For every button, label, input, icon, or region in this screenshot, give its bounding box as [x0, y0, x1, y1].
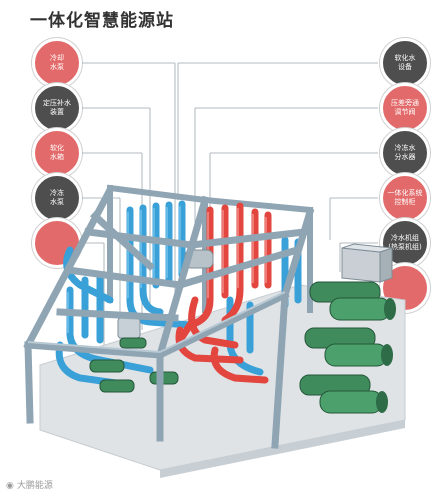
label-water-softener[interactable]: 软化水 设备: [380, 38, 430, 88]
label-softened-water-tank[interactable]: 软化 水箱: [32, 128, 82, 178]
control-cabinet: [341, 243, 393, 283]
label-chilled-water-pump[interactable]: 冷冻 水泵: [32, 173, 82, 223]
softened-water-tank-shape: [117, 317, 141, 339]
cooling-water-pipes: [175, 202, 272, 384]
label-chilled-water-distributor[interactable]: 冷冻水 分水器: [380, 128, 430, 178]
watermark: ◉大鹏能源: [6, 481, 53, 491]
chiller-units: [299, 281, 396, 414]
weibo-icon: ◉: [6, 481, 14, 491]
steel-frame-front: [23, 185, 315, 449]
label-pressure-makeup-unit[interactable]: 定压补水 装置: [32, 83, 82, 133]
page-title: 一体化智慧能源站: [30, 11, 174, 31]
